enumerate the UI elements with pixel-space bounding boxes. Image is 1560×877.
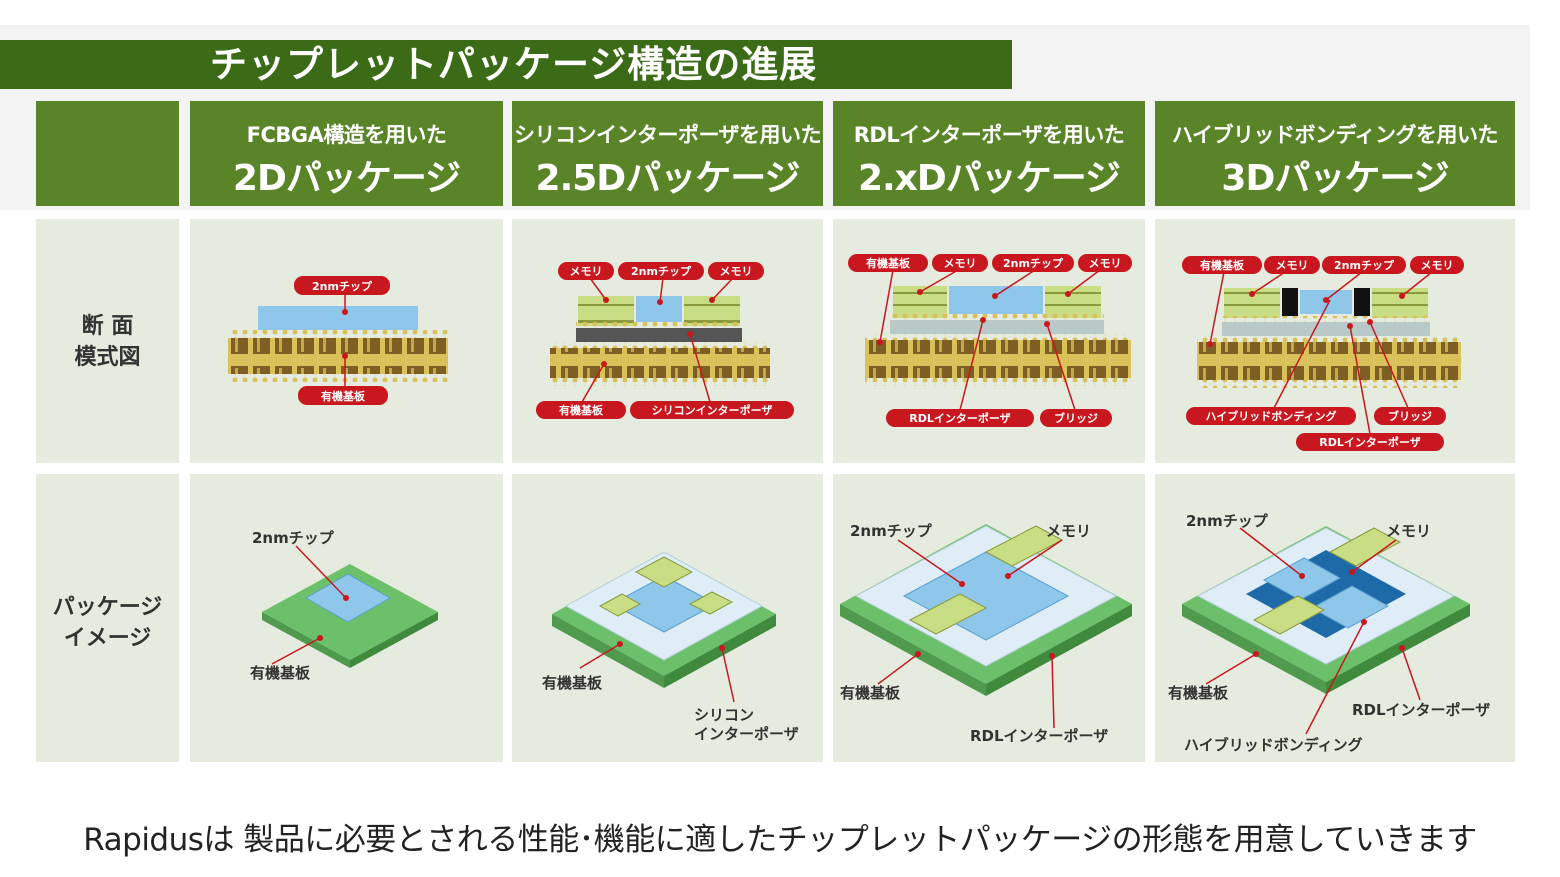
cross-section-2d: 2nmチップ 有機基板 [228,276,448,405]
label-memory: メモリ [1046,522,1091,540]
row-label-line: パッケージ [52,595,163,620]
memory [1252,595,1326,635]
chip-die [949,286,1043,314]
organic-substrate [1197,342,1461,380]
label-hybrid-bonding: ハイブリッドボンディング [1205,409,1336,423]
title-bar: チップレットパッケージ構造の進展 [0,40,1012,89]
label-substrate: 有機基板 [250,664,311,682]
label-substrate: 有機基板 [840,684,901,702]
label-chip: 2nmチップ [1186,512,1269,530]
label-rdl-interposer: RDLインターポーザ [970,727,1108,745]
label-substrate: 有機基板 [542,674,603,692]
label-substrate: 有機基板 [1168,684,1229,702]
label-memory: メモリ [1386,522,1431,540]
package-image-2d: 2nmチップ 有機基板 [250,529,438,682]
memory [634,556,694,588]
label-silicon-interposer: シリコンインターポーザ [652,403,773,417]
header-title: 2.xDパッケージ [857,158,1121,199]
header-title: 3Dパッケージ [1221,158,1449,199]
header-cell-25d: シリコンインターポーザを用いた 2.5Dパッケージ [512,101,823,206]
cross-section-2xd: 有機基板 メモリ 2nmチップ メモリ RDLインターポーザ ブリッジ [848,254,1132,427]
memory [688,591,734,615]
organic-substrate [228,338,448,374]
header-title: 2.5Dパッケージ [535,158,801,199]
label-chip: 2nmチップ [631,264,692,278]
label-chip: 2nmチップ [252,529,335,547]
page-caption: Rapidusは 製品に必要とされる性能･機能に適したチップレットパッケージの形… [83,822,1477,858]
label-rdl-interposer: RDLインターポーザ [1319,435,1420,449]
header-cell-2d: FCBGA構造を用いた 2Dパッケージ [190,101,503,206]
header-title: 2Dパッケージ [232,158,461,199]
label-hybrid-bonding: ハイブリッドボンディング [1184,736,1363,754]
header-cell-empty [36,101,179,206]
header-cell-2xd: RDLインターポーザを用いた 2.xDパッケージ [833,101,1145,206]
memory [908,593,988,635]
label-chip: 2nmチップ [312,279,373,293]
rdl-interposer [1222,322,1430,336]
label-pill [294,276,390,295]
label-substrate: 有機基板 [559,403,604,417]
label-memory: メモリ [570,265,603,278]
label-silicon-line2: インターポーザ [694,725,799,743]
header-subtitle: ハイブリッドボンディングを用いた [1171,123,1499,147]
bga-balls [228,374,448,382]
label-substrate: 有機基板 [1200,258,1245,272]
chip-die [258,306,418,330]
label-memory: メモリ [944,257,977,270]
label-substrate: 有機基板 [321,389,366,403]
label-memory: メモリ [1276,259,1309,272]
page-title: チップレットパッケージ構造の進展 [210,43,818,86]
row-label-cross-section: 断 面 模式図 [36,219,179,463]
memory [1328,527,1402,567]
organic-substrate [550,348,770,378]
package-image-3d: 2nmチップ メモリ 有機基板 RDLインターポーザ ハイブリッドボンディング [1168,512,1490,754]
header-subtitle: FCBGA構造を用いた [246,123,447,147]
label-rdl-interposer: RDLインターポーザ [1352,701,1490,719]
label-chip: 2nmチップ [1003,256,1064,270]
row-label-line: イメージ [63,626,152,651]
package-image-2xd: 2nmチップ メモリ 有機基板 RDLインターポーザ [840,522,1132,745]
cross-section-25d: メモリ 2nmチップ メモリ 有機基板 シリコンインターポーザ [536,262,794,419]
cross-section-3d: 有機基板 メモリ 2nmチップ メモリ ハイブリッドボンディング ブリッジ RD… [1182,256,1464,451]
silicon-interposer [576,328,742,342]
header-subtitle: シリコンインターポーザを用いた [513,123,822,147]
bump-row [228,330,448,338]
label-silicon-line1: シリコン [694,706,754,724]
row-label-package-image: パッケージ イメージ [36,474,179,762]
label-memory: メモリ [1089,257,1122,270]
label-chip: 2nmチップ [850,522,933,540]
header-cell-3d: ハイブリッドボンディングを用いた 3Dパッケージ [1155,101,1515,206]
rdl-interposer [890,320,1104,334]
memory [598,593,642,617]
header-subtitle: RDLインターポーザを用いた [853,123,1125,147]
label-bridge: ブリッジ [1388,409,1432,423]
label-memory: メモリ [720,265,753,278]
label-substrate: 有機基板 [866,256,911,270]
organic-substrate [865,340,1131,378]
label-rdl-interposer: RDLインターポーザ [909,411,1010,425]
label-bridge: ブリッジ [1054,411,1098,425]
label-chip: 2nmチップ [1334,258,1395,272]
label-memory: メモリ [1421,259,1454,272]
row-label-line: 断 面 [81,314,134,339]
row-label-line: 模式図 [74,345,141,370]
chip-die [1310,585,1390,629]
label-pill [298,386,388,405]
package-image-25d: 有機基板 シリコン インターポーザ [542,551,799,743]
